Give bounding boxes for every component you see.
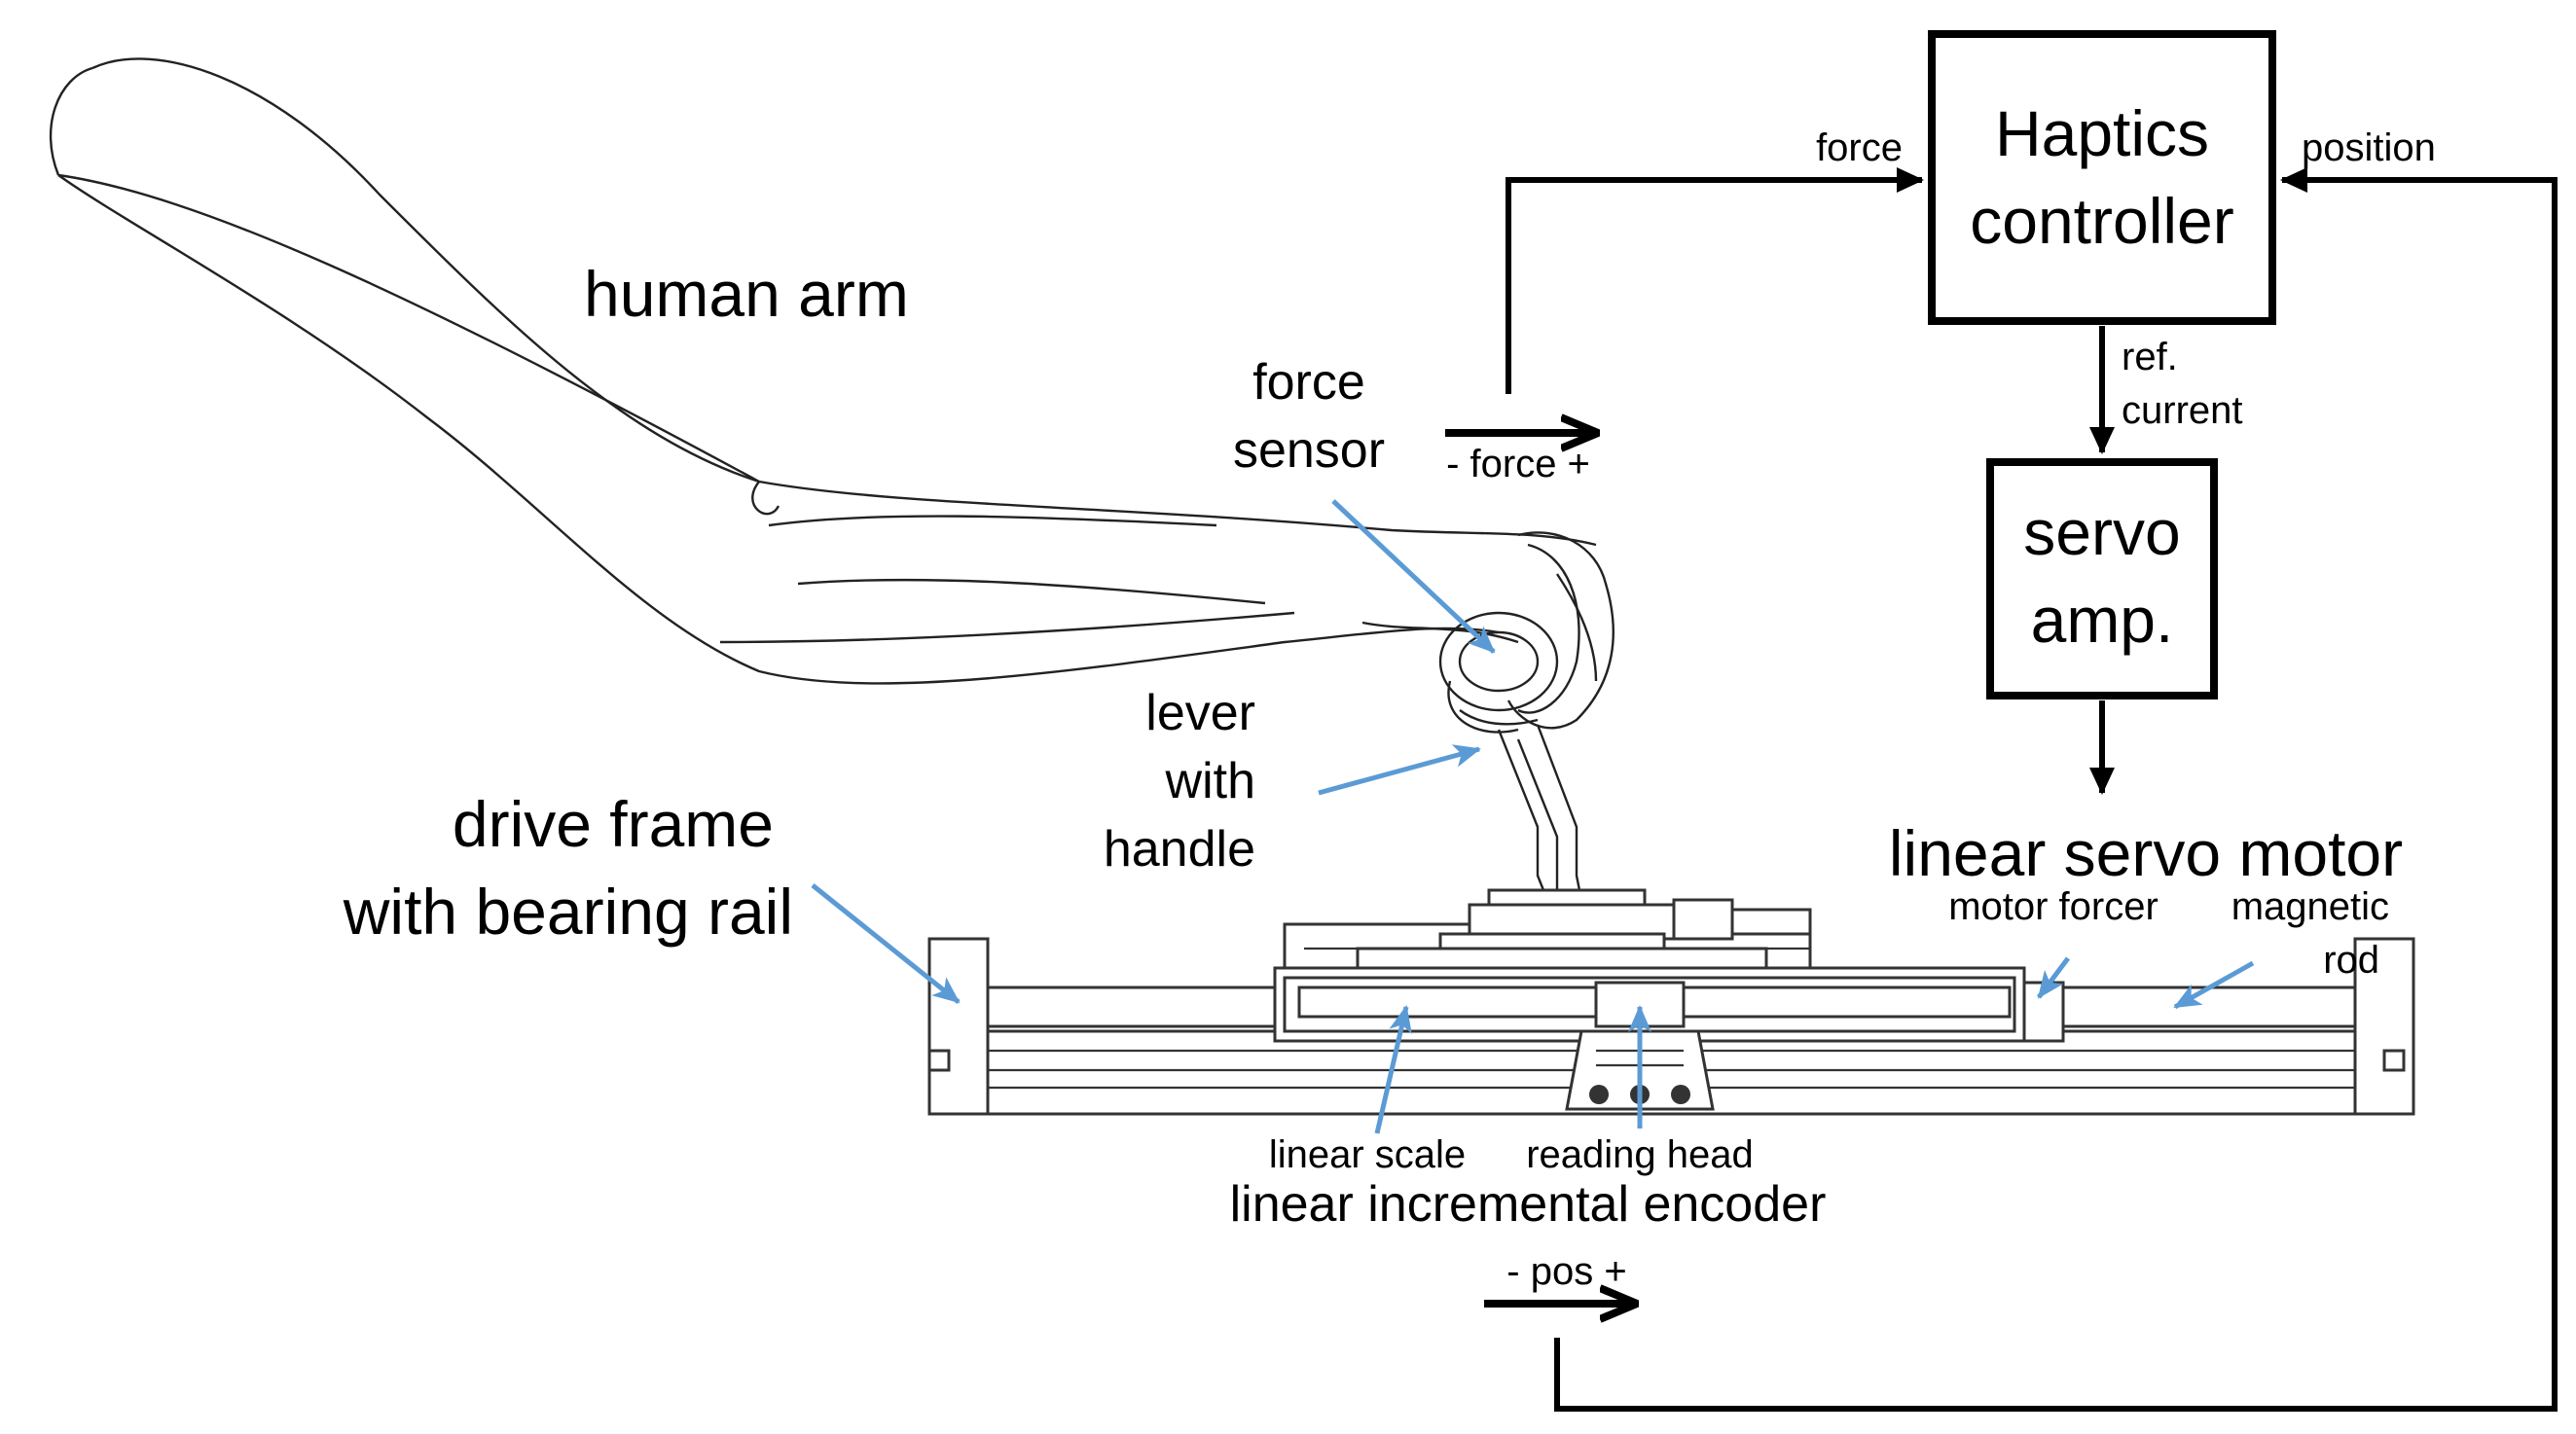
haptics-controller-block: Haptics controller [1928,30,2276,325]
linear-scale-pointer [1374,1005,1412,1134]
force-sensor-label-line1: force [1252,354,1365,411]
drive-frame-label-line1: drive frame [453,788,774,860]
magnetic-rod-label-line2: rod [2323,939,2379,982]
lever-label-line2: with [1165,753,1255,809]
magnetic-rod-label-line1: magnetic [2231,885,2389,928]
motor-forcer-label: motor forcer [1948,885,2159,928]
drive-frame-pointer [811,883,961,1004]
drive-frame-label-line2: with bearing rail [343,876,793,948]
position-signal-label: position [2302,126,2436,169]
pos-axis-label: - pos + [1506,1250,1626,1293]
signal-wiring [1445,167,2558,1412]
reading-head-label: reading head [1526,1133,1754,1176]
force-signal-label: force [1816,126,1903,169]
lever-pointer [1318,744,1481,796]
lever-label-line1: lever [1145,685,1255,741]
servo-amp-label-line2: amp. [2031,584,2174,656]
haptics-controller-label-line2: controller [1970,185,2233,257]
ref-current-label-line1: ref. [2122,336,2178,378]
force-sensor-label-line2: sensor [1233,422,1385,479]
linear-scale-label: linear scale [1269,1133,1466,1176]
lever-label-line3: handle [1104,821,1255,878]
human-arm-label: human arm [584,258,909,330]
human-arm-drawing [49,57,1597,685]
carriage-drawing [1283,888,1812,980]
pointer-arrows [811,499,2255,1134]
magnetic-rod-pointer [2173,960,2255,1010]
motor-forcer-pointer [2037,956,2070,999]
linear-servo-motor-label: linear servo motor [1889,817,2403,889]
linear-incremental-encoder-label: linear incremental encoder [1230,1176,1827,1233]
servo-amp-block: servo amp. [1986,458,2218,699]
haptics-controller-label-line1: Haptics [1995,97,2209,169]
force-axis-label: - force + [1446,443,1590,485]
linear-motor-drawing [927,937,2415,1116]
ref-current-label-line2: current [2122,389,2243,432]
force-sensor-pointer [1331,499,1496,654]
hand-and-handle-drawing [1438,531,1615,901]
servo-amp-label-line1: servo [2023,496,2180,568]
